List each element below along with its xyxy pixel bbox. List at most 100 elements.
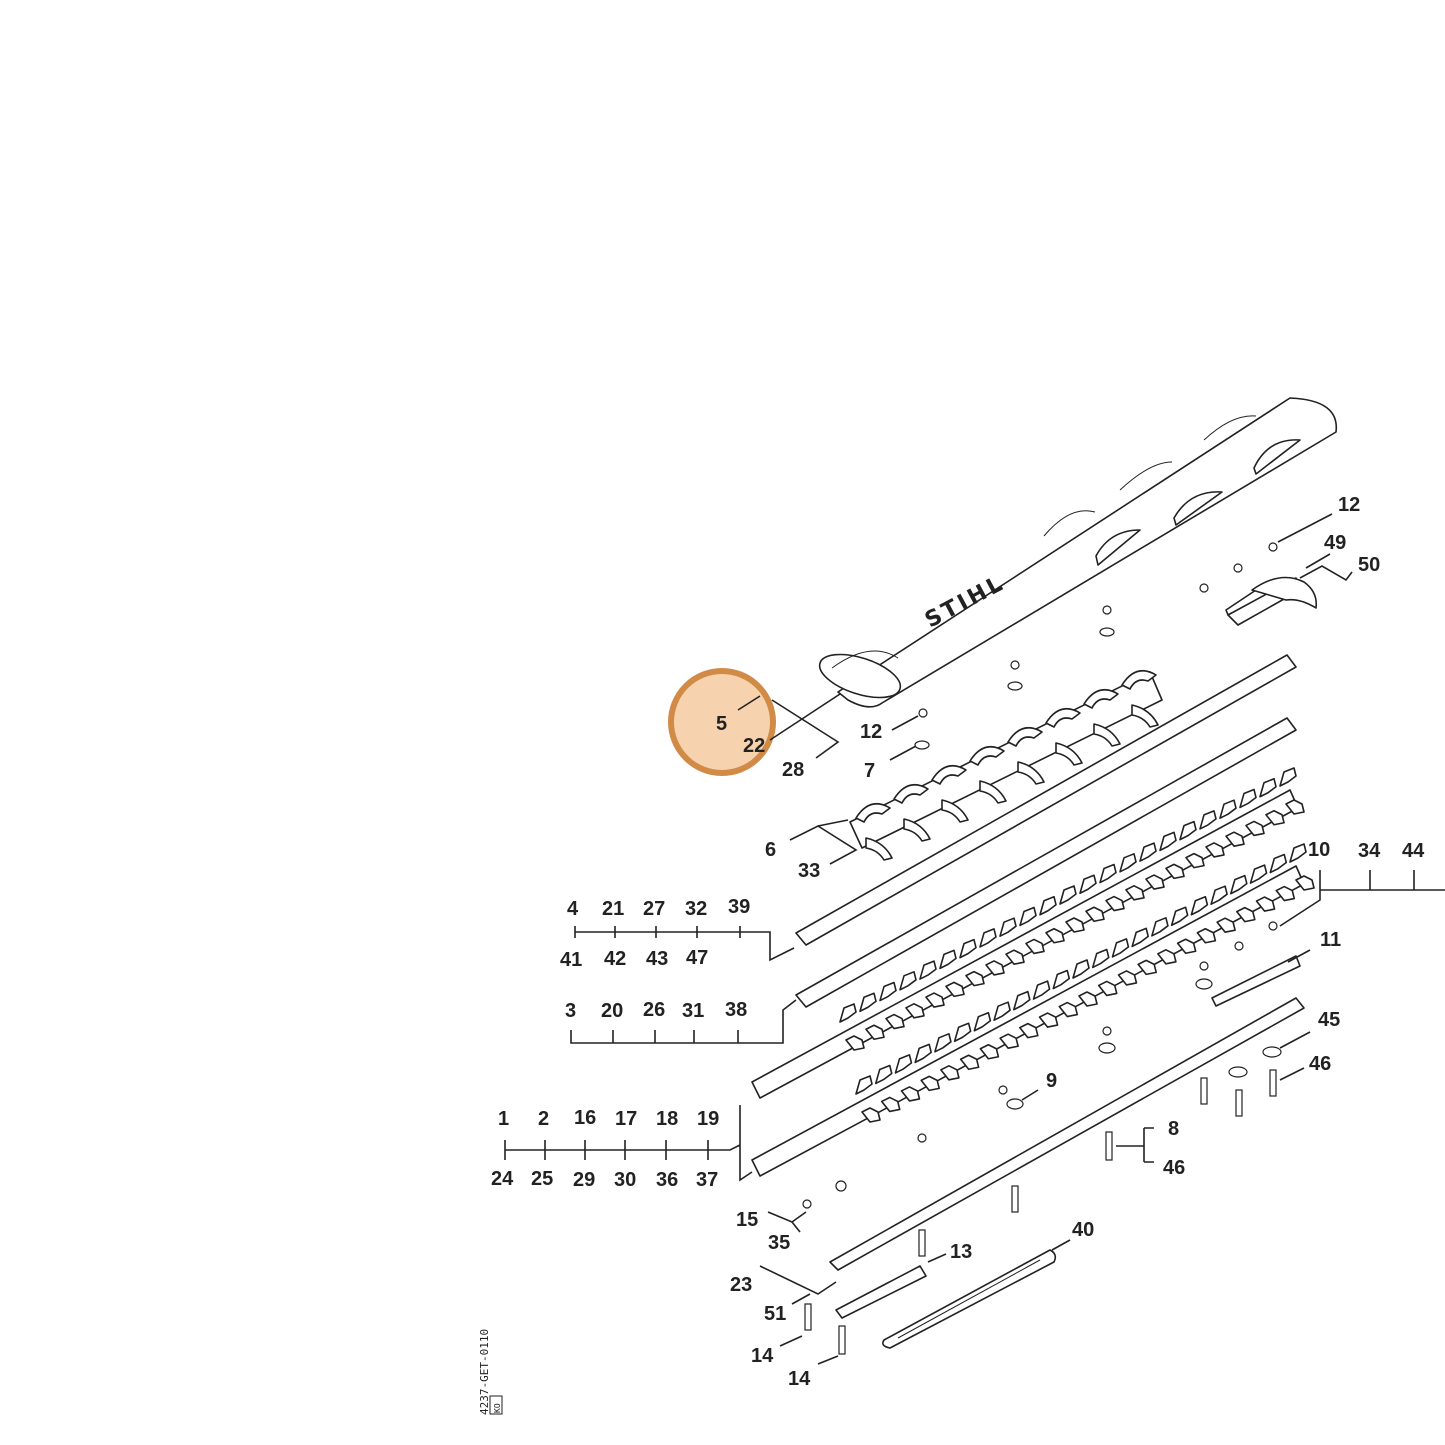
- callout-50[interactable]: 50: [1358, 554, 1380, 576]
- callout-17[interactable]: 17: [615, 1108, 637, 1130]
- blade-tooth: [965, 970, 985, 987]
- drive-link-finger: [941, 799, 969, 823]
- callout-2[interactable]: 2: [538, 1108, 549, 1130]
- callout-7[interactable]: 7: [864, 760, 875, 782]
- blade-tooth: [1285, 799, 1305, 815]
- bolt-set: [802, 921, 1282, 1355]
- callout-8[interactable]: 8: [1168, 1118, 1179, 1140]
- callout-33[interactable]: 33: [798, 860, 820, 882]
- slotted-bar[interactable]: [882, 1249, 1057, 1349]
- callout-14[interactable]: 14: [751, 1345, 774, 1367]
- callout-46[interactable]: 46: [1163, 1157, 1185, 1179]
- blade-tooth: [953, 1022, 972, 1043]
- blade-tooth: [940, 1065, 960, 1081]
- blade-tooth: [1052, 969, 1071, 990]
- blade-tooth: [1025, 938, 1045, 955]
- callout-49[interactable]: 49: [1324, 532, 1346, 554]
- blade-tooth: [999, 917, 1017, 937]
- blade-tooth: [1019, 1022, 1039, 1039]
- blade-tooth: [1111, 938, 1130, 958]
- blade-tooth: [874, 1064, 893, 1085]
- spacer-plate[interactable]: [1211, 955, 1301, 1007]
- blade-tooth: [1225, 831, 1245, 847]
- leader-lines: [504, 513, 1445, 1365]
- blade-tooth: [1039, 895, 1057, 916]
- callout-10[interactable]: 10: [1308, 839, 1330, 861]
- callout-21[interactable]: 21: [602, 898, 624, 920]
- knife-drive-link[interactable]: [849, 669, 1163, 861]
- callout-6[interactable]: 6: [765, 839, 776, 861]
- callout-44[interactable]: 44: [1402, 840, 1425, 862]
- blade-tooth: [859, 992, 877, 1013]
- callout-1[interactable]: 1: [498, 1108, 509, 1130]
- callout-20[interactable]: 20: [601, 1000, 623, 1022]
- callout-22[interactable]: 22: [743, 735, 765, 757]
- callout-40[interactable]: 40: [1072, 1219, 1094, 1241]
- callout-11[interactable]: 11: [1320, 929, 1341, 951]
- callout-12[interactable]: 12: [860, 721, 882, 743]
- drive-link-finger: [1083, 688, 1119, 709]
- blade-tooth: [1230, 874, 1248, 895]
- callout-26[interactable]: 26: [643, 999, 665, 1021]
- callout-5[interactable]: 5: [716, 713, 727, 735]
- blade-tooth: [1091, 948, 1110, 969]
- callout-14[interactable]: 14: [788, 1368, 811, 1390]
- callout-36[interactable]: 36: [656, 1169, 678, 1191]
- callout-3[interactable]: 3: [565, 1000, 576, 1022]
- callout-30[interactable]: 30: [614, 1169, 636, 1191]
- blade-tooth: [1259, 777, 1277, 798]
- drawing-code-box: KO: [493, 1403, 502, 1413]
- callout-13[interactable]: 13: [950, 1241, 972, 1263]
- callout-9[interactable]: 9: [1046, 1070, 1057, 1092]
- highlight-marker[interactable]: [668, 668, 776, 776]
- blade-tooth: [885, 1013, 905, 1030]
- drive-link-finger: [1045, 707, 1081, 728]
- cover-strip-lower[interactable]: [795, 717, 1297, 1008]
- callout-35[interactable]: 35: [768, 1232, 790, 1254]
- cover-strip-upper[interactable]: [795, 654, 1297, 946]
- guide-strip[interactable]: [829, 997, 1305, 1271]
- blade-tooth: [1165, 863, 1185, 880]
- drive-link-finger: [1131, 704, 1159, 728]
- callout-4[interactable]: 4: [567, 898, 579, 920]
- callout-16[interactable]: 16: [574, 1107, 596, 1129]
- blade-tooth: [1131, 927, 1149, 948]
- cutting-blade-lower[interactable]: [751, 843, 1315, 1177]
- blade-tooth: [1117, 970, 1138, 986]
- blade-tooth: [1239, 788, 1257, 809]
- callout-27[interactable]: 27: [643, 898, 665, 920]
- blade-guard[interactable]: STIHL: [814, 397, 1338, 708]
- callout-24[interactable]: 24: [491, 1168, 514, 1190]
- plate-13[interactable]: [835, 1265, 927, 1319]
- callout-42[interactable]: 42: [604, 948, 626, 970]
- callout-18[interactable]: 18: [656, 1108, 678, 1130]
- callout-12[interactable]: 12: [1338, 494, 1360, 516]
- callout-23[interactable]: 23: [730, 1274, 752, 1296]
- callout-37[interactable]: 37: [696, 1169, 718, 1191]
- callout-43[interactable]: 43: [646, 948, 668, 970]
- callout-47[interactable]: 47: [686, 947, 708, 969]
- callout-31[interactable]: 31: [682, 1000, 704, 1022]
- callout-25[interactable]: 25: [531, 1168, 553, 1190]
- drawing-code: 4237-GET-0110 KO: [478, 1329, 503, 1415]
- callout-28[interactable]: 28: [782, 759, 804, 781]
- callout-38[interactable]: 38: [725, 999, 747, 1021]
- callout-46[interactable]: 46: [1309, 1053, 1331, 1075]
- blade-tooth: [1145, 874, 1165, 890]
- blade-tooth: [1216, 917, 1236, 933]
- blade-tooth: [1190, 895, 1209, 916]
- callout-15[interactable]: 15: [736, 1209, 758, 1231]
- blade-tooth: [1105, 895, 1125, 912]
- callout-45[interactable]: 45: [1318, 1009, 1340, 1031]
- callout-51[interactable]: 51: [764, 1303, 786, 1325]
- blade-tooth: [894, 1054, 913, 1074]
- callout-39[interactable]: 39: [728, 896, 750, 918]
- cutting-blade-upper[interactable]: [751, 767, 1305, 1099]
- callout-32[interactable]: 32: [685, 898, 707, 920]
- callout-41[interactable]: 41: [560, 949, 582, 971]
- blade-tooth: [934, 1033, 952, 1053]
- callout-34[interactable]: 34: [1358, 840, 1381, 862]
- callout-19[interactable]: 19: [697, 1108, 719, 1130]
- gear-bracket[interactable]: [1225, 576, 1318, 626]
- callout-29[interactable]: 29: [573, 1169, 595, 1191]
